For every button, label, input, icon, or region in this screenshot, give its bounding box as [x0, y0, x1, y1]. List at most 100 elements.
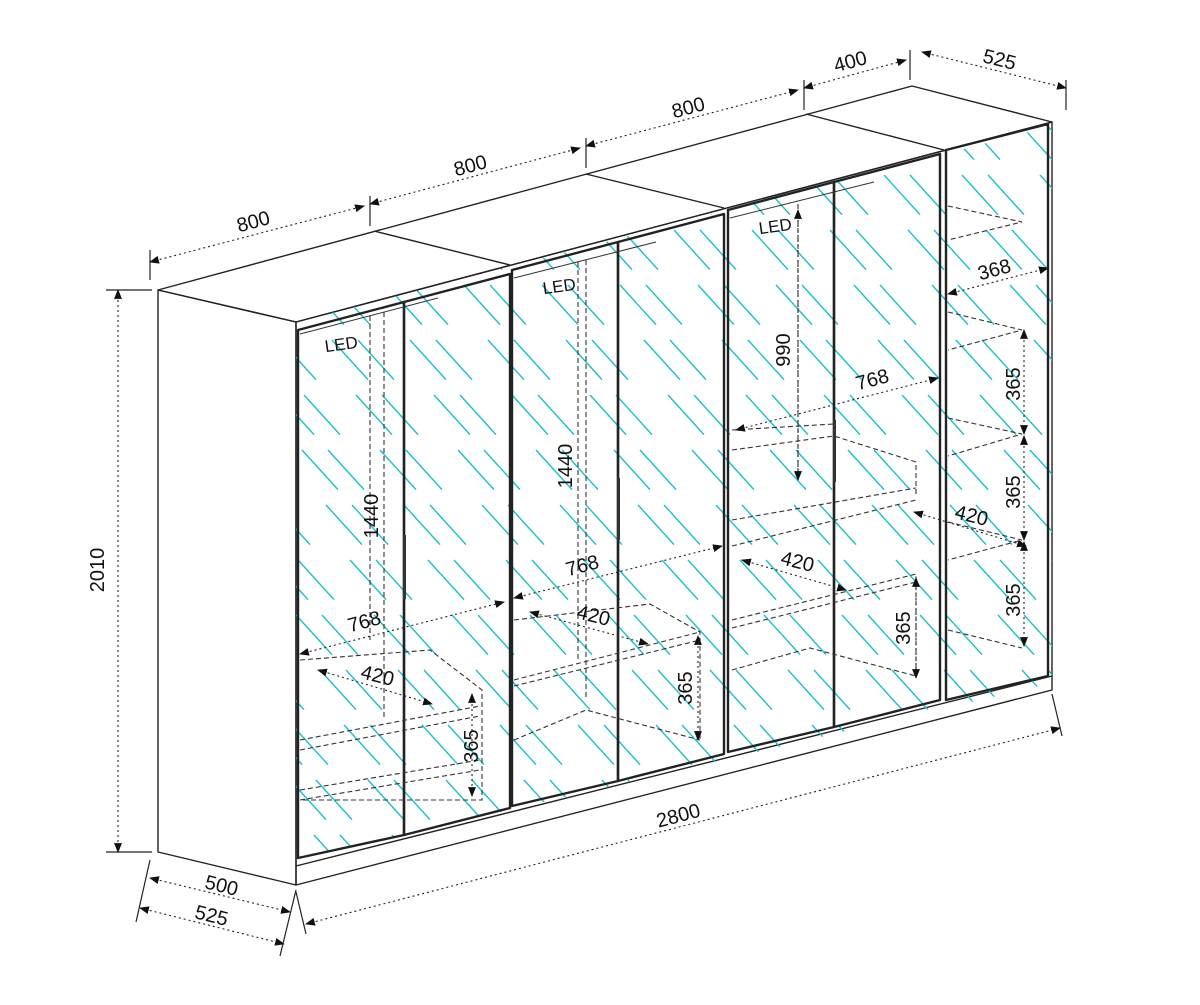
section2-shelf-width-label: 768	[563, 551, 601, 581]
mirror-hatch-stroke	[327, 449, 365, 491]
mirror-hatch-stroke	[1114, 285, 1150, 325]
mirror-hatch-stroke	[1094, 835, 1130, 875]
mirror-hatch-stroke	[673, 229, 711, 271]
mirror-hatch-stroke	[867, 614, 905, 656]
mirror-hatch-stroke	[457, 449, 495, 491]
mirror-hatch-stroke	[939, 779, 977, 821]
mirror-hatch-stroke	[908, 945, 944, 985]
mirror-hatch-stroke	[572, 890, 608, 930]
mirror-hatch-stroke	[885, 834, 923, 860]
door-handle-2[interactable]	[617, 478, 620, 540]
mirror-hatch-stroke	[14, 505, 50, 545]
mirror-hatch-stroke	[793, 504, 831, 546]
door-1[interactable]	[296, 300, 406, 860]
mirror-hatch-stroke	[859, 126, 897, 161]
mirror-hatch-stroke	[1136, 395, 1172, 435]
mirror-hatch-stroke	[0, 615, 20, 655]
door-2[interactable]	[402, 272, 512, 837]
mirror-hatch-stroke	[94, 450, 130, 490]
door-3[interactable]	[510, 240, 620, 808]
mirror-hatch-stroke	[325, 504, 363, 546]
mirror-hatch-stroke	[208, 175, 244, 215]
mirror-hatch-stroke	[56, 780, 92, 820]
mirror-hatch-stroke	[364, 890, 400, 930]
mirror-hatch-stroke	[925, 449, 963, 491]
mirror-hatch-stroke	[1064, 230, 1100, 270]
mirror-hatch-stroke	[38, 560, 74, 600]
mirror-hatch-stroke	[787, 669, 825, 711]
mirror-hatch-stroke	[124, 340, 160, 380]
mirror-hatch-stroke	[417, 834, 455, 860]
door-4[interactable]	[616, 212, 726, 783]
mirror-hatch-stroke	[379, 449, 417, 491]
mirror-hatch-stroke	[0, 395, 28, 435]
mirror-hatch-stroke	[625, 126, 663, 161]
mirror-hatch-stroke	[559, 504, 597, 546]
mirror-hatch-stroke	[116, 560, 152, 600]
dimension-lines	[106, 50, 1067, 957]
mirror-hatch-stroke	[236, 120, 272, 160]
mirror-hatch-stroke	[853, 284, 891, 326]
mirror-hatch-stroke	[847, 449, 885, 491]
mirror-hatch-stroke	[1051, 559, 1052, 601]
mirror-hatch-stroke	[442, 890, 478, 930]
mirror-hatch-stroke	[789, 614, 827, 656]
mirror-hatch-stroke	[1144, 175, 1180, 215]
mirror-hatch-stroke	[154, 230, 190, 270]
mirror-hatch-stroke	[585, 504, 623, 546]
mirror-hatch-stroke	[945, 614, 983, 656]
mirror-hatch-stroke	[226, 395, 262, 435]
section1-shelf-width-label: 768	[345, 607, 383, 637]
mirror-hatch-stroke	[178, 285, 214, 325]
mirror-hatch-stroke	[220, 560, 256, 600]
mirror-hatch-stroke	[1040, 890, 1076, 930]
mirror-hatch-stroke	[991, 779, 1029, 821]
mirror-hatch-stroke	[405, 449, 443, 491]
door-6[interactable]	[832, 152, 942, 729]
mirror-hatch-stroke	[214, 725, 250, 765]
mirror-hatch-stroke	[224, 450, 260, 490]
mirror-hatch-stroke	[184, 835, 220, 875]
mirror-hatch-stroke	[1154, 615, 1190, 655]
mirror-hatch-stroke	[807, 834, 845, 860]
mirror-hatch-stroke	[349, 559, 387, 601]
mirror-hatch-stroke	[429, 504, 467, 546]
mirror-hatch-stroke	[963, 834, 1001, 860]
mirror-hatch-stroke	[188, 725, 224, 765]
mirror-hatch-stroke	[40, 505, 76, 545]
door-handle-1[interactable]	[403, 535, 406, 599]
mirror-hatch-stroke	[148, 395, 184, 435]
door-7[interactable]	[944, 122, 1050, 702]
mirror-hatch-stroke	[535, 449, 573, 491]
mirror-hatch-stroke	[650, 890, 686, 930]
section2-shelf-depth-label: 420	[575, 601, 613, 630]
mirror-hatch-stroke	[2, 835, 38, 875]
section3-shelf-height-label: 365	[893, 611, 915, 644]
mirror-hatch-stroke	[759, 724, 797, 766]
mirror-hatch-stroke	[951, 449, 989, 491]
mirror-hatch-stroke	[819, 504, 857, 546]
mirror-hatch-stroke	[919, 614, 957, 656]
mirror-hatch-stroke	[1168, 230, 1200, 270]
mirror-hatch-stroke	[715, 504, 753, 546]
mirror-hatch-stroke	[1192, 285, 1200, 325]
mirror-hatch-stroke	[1124, 725, 1160, 765]
door-handle-3[interactable]	[833, 420, 836, 482]
section3-hang-height-label: 990	[773, 333, 795, 366]
mirror-hatch-stroke	[52, 890, 88, 930]
mirror-hatch-stroke	[142, 560, 178, 600]
mirror-hatch-stroke	[495, 126, 533, 161]
section1-shelf-depth-label: 420	[359, 661, 397, 690]
mirror-hatch-stroke	[440, 945, 476, 985]
mirror-hatch-stroke	[910, 890, 946, 930]
mirror-hatch-stroke	[967, 724, 1005, 766]
mirror-hatch-stroke	[1138, 340, 1174, 380]
mirror-hatch-stroke	[58, 725, 94, 765]
mirror-hatch-stroke	[703, 126, 741, 161]
mirror-hatch-stroke	[466, 945, 502, 985]
mirror-hatch-stroke	[194, 560, 230, 600]
mirror-hatch-stroke	[669, 339, 707, 381]
total-width-label: 2800	[654, 800, 703, 833]
mirror-hatch-stroke	[411, 284, 449, 326]
